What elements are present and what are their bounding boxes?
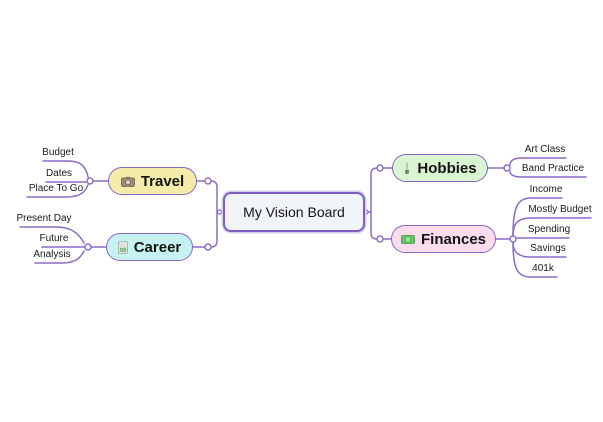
career-branch-handle[interactable] xyxy=(204,243,212,251)
career-collapse-handle[interactable] xyxy=(84,243,92,251)
topic-travel[interactable]: Travel xyxy=(108,167,197,195)
subtopic-analysis[interactable]: Analysis xyxy=(33,249,71,260)
paintbrush-icon xyxy=(403,162,411,175)
money-icon xyxy=(401,234,415,244)
connector-present-day xyxy=(19,226,85,244)
finances-branch-handle[interactable] xyxy=(376,235,384,243)
topic-hobbies[interactable]: Hobbies xyxy=(392,154,488,182)
travel-branch-handle[interactable] xyxy=(204,177,212,185)
connector-budget xyxy=(42,160,89,178)
subtopic-place-to-go[interactable]: Place To Go xyxy=(28,183,84,194)
topic-travel-label: Travel xyxy=(140,172,185,190)
root-topic[interactable]: My Vision Board xyxy=(223,192,365,232)
subtopic-spending[interactable]: Spending xyxy=(527,224,571,235)
travel-collapse-handle[interactable] xyxy=(86,177,94,185)
connector-income xyxy=(512,197,563,236)
subtopic-present-day[interactable]: Present Day xyxy=(16,213,72,224)
topic-career-label: Career xyxy=(133,238,182,256)
connector-art-class xyxy=(509,157,567,166)
topic-career[interactable]: Career xyxy=(106,233,193,261)
subtopic-401k[interactable]: 401k xyxy=(532,263,554,274)
subtopic-budget[interactable]: Budget xyxy=(42,147,74,158)
connector-right-bracket-bottom xyxy=(370,211,378,240)
subtopic-income[interactable]: Income xyxy=(529,184,563,195)
subtopic-savings[interactable]: Savings xyxy=(530,243,566,254)
subtopic-dates[interactable]: Dates xyxy=(45,168,73,179)
hobbies-branch-handle[interactable] xyxy=(376,164,384,172)
subtopic-future[interactable]: Future xyxy=(39,233,69,244)
document-icon xyxy=(117,240,128,254)
root-left-anchor-dot xyxy=(216,209,223,215)
finances-collapse-handle[interactable] xyxy=(509,235,517,243)
connector-right-bracket-top xyxy=(370,167,378,213)
connector-analysis xyxy=(34,250,85,264)
connector-place-to-go xyxy=(26,184,89,198)
subtopic-band-practice[interactable]: Band Practice xyxy=(521,163,585,174)
connector-left-bracket xyxy=(210,180,218,248)
root-topic-label: My Vision Board xyxy=(243,204,345,220)
hobbies-collapse-handle[interactable] xyxy=(503,164,511,172)
topic-hobbies-label: Hobbies xyxy=(417,159,477,177)
topic-finances[interactable]: Finances xyxy=(391,225,496,253)
topic-finances-label: Finances xyxy=(420,230,487,248)
camera-icon xyxy=(120,176,135,187)
subtopic-art-class[interactable]: Art Class xyxy=(524,144,566,155)
connector-band-practice xyxy=(509,170,587,178)
connector-401k xyxy=(512,242,558,278)
connector-mostly-budget xyxy=(512,217,592,237)
subtopic-mostly-budget[interactable]: Mostly Budget xyxy=(528,204,592,215)
